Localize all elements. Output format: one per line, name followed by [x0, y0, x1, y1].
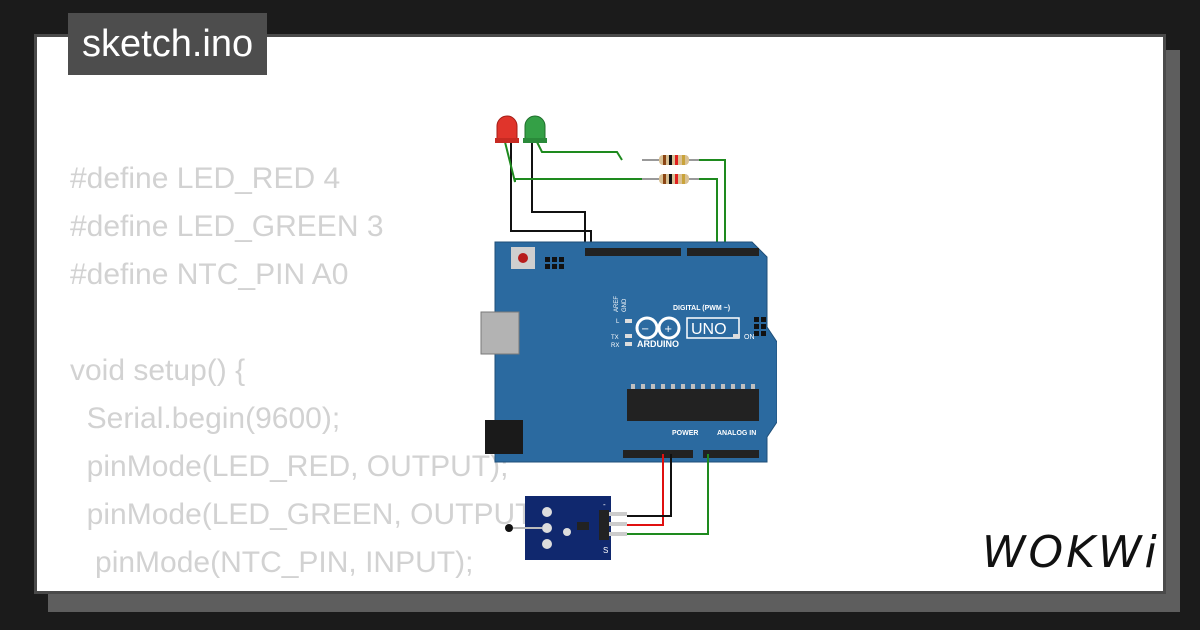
board-logo: ARDUINO	[637, 339, 679, 349]
wire-green-red-led	[504, 141, 642, 183]
led-green[interactable]	[523, 115, 547, 143]
resistor-2[interactable]	[642, 174, 699, 184]
on-label: ON	[744, 334, 755, 341]
power-header-label: POWER	[672, 430, 698, 437]
led-tx-label: TX	[611, 335, 619, 341]
circuit-diagram: − + UNO ARDUINO DIGITAL (PWM ~) POWER AN…	[480, 115, 777, 560]
wire-green-green-led	[536, 141, 623, 161]
svg-text:−: −	[641, 324, 649, 335]
wire-black-green-led	[531, 140, 586, 250]
led-rx-label: RX	[611, 343, 619, 349]
led-red[interactable]	[495, 115, 519, 143]
analog-header-label: ANALOG IN	[717, 430, 756, 437]
wire-red-5v	[627, 454, 664, 526]
aref-label: AREF	[614, 296, 620, 312]
arduino-uno-board[interactable]: − + UNO ARDUINO DIGITAL (PWM ~) POWER AN…	[480, 241, 777, 463]
sketch-title: sketch.ino	[68, 13, 268, 75]
gnd-label: GND	[622, 298, 628, 312]
sensor-minus-label: -	[603, 500, 606, 509]
sensor-s-label: S	[603, 546, 608, 555]
wire-green-a0	[627, 454, 709, 535]
code-snippet: #define LED_RED 4 #define LED_GREEN 3 #d…	[70, 162, 552, 579]
wire-black-gnd	[627, 454, 672, 517]
board-model: UNO	[691, 321, 727, 338]
led-l-label: L	[616, 319, 620, 325]
digital-header-label: DIGITAL (PWM ~)	[673, 305, 730, 312]
resistor-1[interactable]	[642, 155, 699, 165]
wokwi-logo: WOKWi	[982, 527, 1160, 578]
wire-black-red-led	[510, 140, 592, 250]
svg-text:+: +	[664, 324, 672, 335]
preview-card: #define LED_RED 4 #define LED_GREEN 3 #d…	[34, 34, 1166, 594]
wire-resistor2-pin3	[699, 178, 718, 250]
ntc-sensor-module[interactable]: - S	[505, 496, 627, 560]
wire-resistor1-pin4	[699, 159, 726, 250]
arduino-infinity-logo	[635, 316, 681, 340]
